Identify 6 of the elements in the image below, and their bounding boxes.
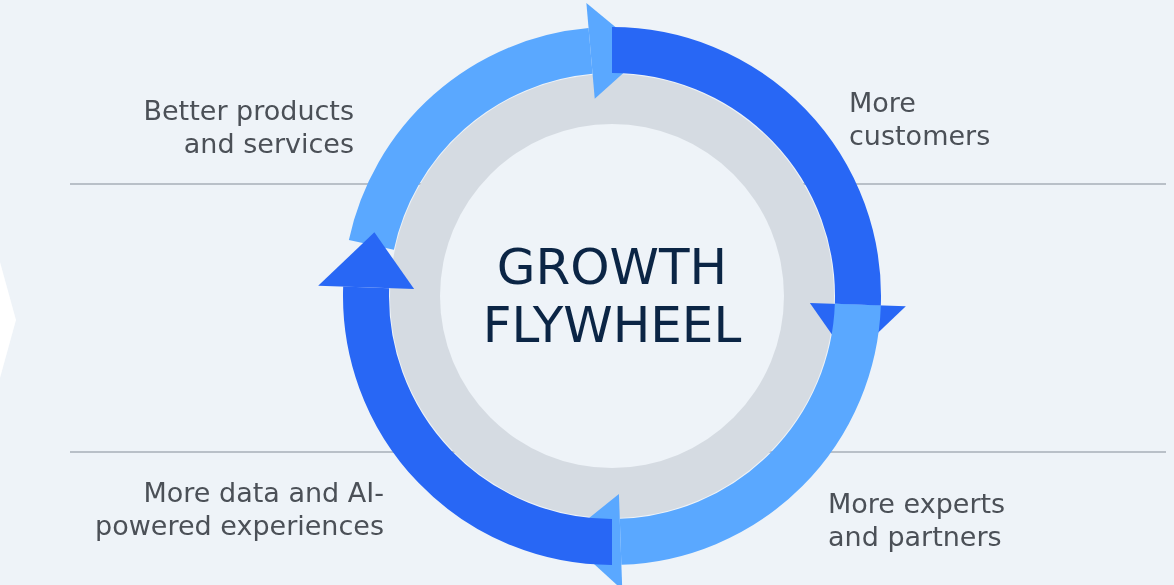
stage-label: More experts and partners <box>828 487 1007 553</box>
center-circle <box>440 124 784 468</box>
stage-label: More data and AI-powered experiences <box>94 476 384 542</box>
stage-label: Better products and services <box>142 94 354 160</box>
stage-label: More customers <box>849 86 992 152</box>
center-title: GROWTH FLYWHEEL <box>481 238 743 354</box>
